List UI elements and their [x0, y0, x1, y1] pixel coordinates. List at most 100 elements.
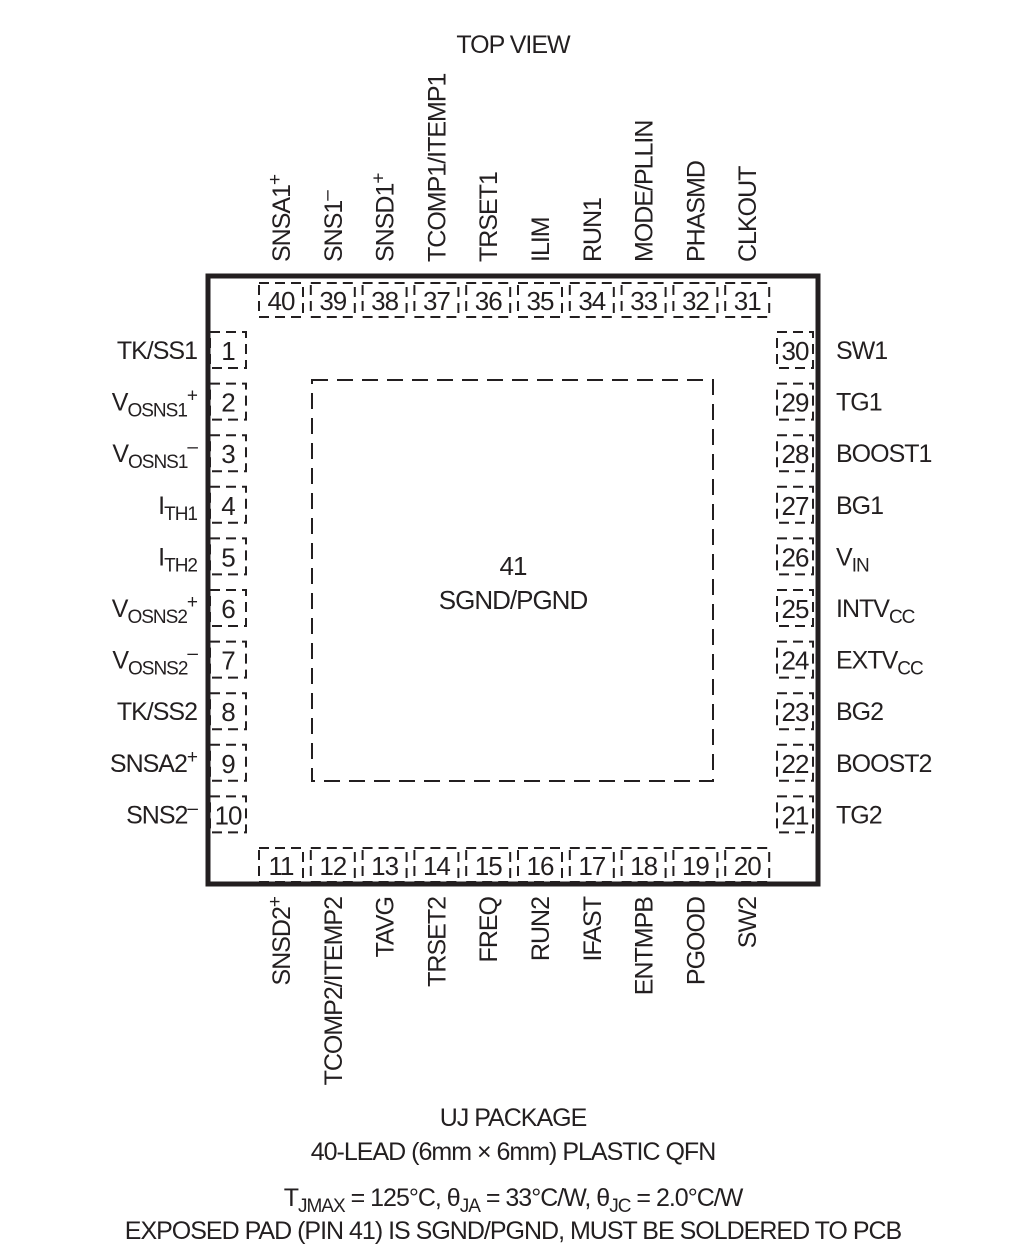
pin-number: 20 [734, 851, 761, 881]
pin-label: RUN2 [527, 897, 555, 961]
label-segment: TCOMP2/ITEMP2 [320, 897, 348, 1086]
pin-pad [209, 485, 247, 524]
label-segment: IFAST [579, 896, 607, 961]
pin-number: 4 [221, 491, 235, 521]
pin-label: VOSNS1– [112, 437, 198, 473]
label-segment: BG2 [836, 698, 883, 726]
pin-label: SNS1– [317, 190, 348, 262]
label-segment: FREQ [475, 896, 503, 962]
label-segment: JA [460, 1196, 482, 1217]
view-title: TOP VIEW [456, 31, 571, 59]
pin-number: 12 [319, 851, 346, 881]
pin-pad [309, 282, 356, 318]
pin-number: 16 [527, 851, 554, 881]
pin-label: VOSNS2– [112, 644, 198, 680]
pin-number: 33 [630, 286, 657, 316]
pin-pad [209, 331, 247, 369]
pin-label: SNSD1+ [369, 173, 400, 262]
pin-number: 17 [578, 851, 605, 881]
label-segment: TK/SS1 [117, 337, 197, 365]
label-segment: TK/SS2 [117, 698, 197, 726]
label-segment: I [158, 543, 164, 571]
label-segment: + [187, 747, 198, 768]
pin-label: PHASMD [682, 161, 710, 262]
pin-label: TAVG [372, 897, 400, 957]
pin-number: 13 [371, 851, 398, 881]
label-segment: OSNS1 [127, 401, 187, 422]
pin-label: CLKOUT [734, 166, 762, 262]
label-segment: EXTV [836, 647, 899, 675]
label-segment: RUN2 [527, 897, 555, 961]
pin-number: 32 [682, 286, 709, 316]
label-segment: V [836, 543, 853, 571]
pin-pad [361, 282, 408, 318]
pin-number: 38 [371, 286, 398, 316]
label-segment: TG2 [836, 801, 882, 829]
pin-pad [672, 282, 719, 318]
pin-number: 26 [782, 542, 809, 572]
label-segment: + [265, 174, 286, 185]
pin-number: 2 [221, 388, 235, 418]
pin-label: SNSA2+ [110, 747, 198, 778]
label-segment: TH2 [164, 555, 197, 576]
label-segment: OSNS2 [128, 659, 188, 680]
pin-pad [209, 640, 247, 679]
pin-32: 32 PHASMD [672, 161, 719, 318]
label-segment: MODE/PLLIN [631, 121, 659, 262]
pin-number: 40 [268, 286, 295, 316]
package-name: UJ PACKAGE [440, 1104, 587, 1132]
label-segment: SNSD2 [268, 907, 296, 985]
pin-pad [776, 589, 814, 627]
pin-pad [776, 434, 814, 473]
label-segment: = 125°C, θ [345, 1184, 460, 1212]
pin-number: 1 [221, 336, 235, 366]
label-segment: T [284, 1184, 299, 1212]
label-segment: – [317, 190, 338, 201]
label-segment: – [187, 644, 198, 665]
pin-pad [776, 795, 814, 834]
label-segment: RUN1 [579, 198, 607, 262]
package-description: 40-LEAD (6mm × 6mm) PLASTIC QFN [311, 1138, 716, 1166]
pin-pad [413, 282, 460, 318]
pin-pad [209, 743, 247, 782]
label-segment: BG1 [836, 492, 883, 520]
label-segment: OSNS1 [128, 452, 188, 473]
pin-number: 29 [782, 388, 809, 418]
pin-label: ILIM [527, 217, 555, 262]
label-segment: OSNS2 [127, 607, 187, 628]
pin-label: ENTMPB [631, 897, 659, 996]
pin-number: 25 [782, 594, 809, 624]
label-segment: JC [609, 1196, 631, 1217]
pin-pad [568, 847, 615, 883]
label-segment: = 33°C/W, θ [480, 1184, 609, 1212]
label-segment: SNS1 [320, 201, 348, 262]
pin-label: EXTVCC [836, 647, 923, 680]
label-segment: – [187, 437, 198, 458]
label-segment: = 2.0°C/W [630, 1184, 743, 1212]
pin-number: 9 [221, 749, 235, 779]
pin-number: 8 [221, 697, 235, 727]
pin-pad [309, 847, 356, 883]
pin-label: ITH2 [158, 543, 197, 576]
pin-pad [776, 692, 814, 731]
pin-pad [517, 847, 563, 883]
